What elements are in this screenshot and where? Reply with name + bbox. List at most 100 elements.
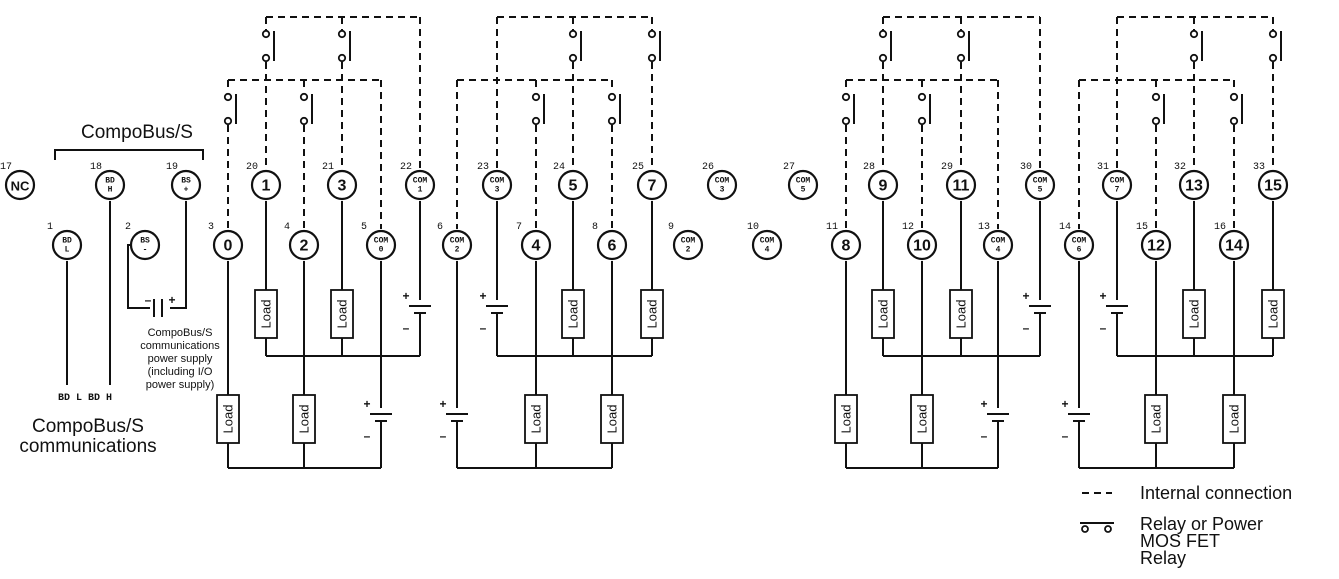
plus-sign: + (439, 397, 446, 411)
relays (223, 29, 1282, 126)
terminal-label: COM (681, 237, 696, 246)
communications-label: CompoBus/S communications (19, 416, 156, 457)
relay-switch-icon (1229, 92, 1243, 126)
terminal-label: 7 (1115, 186, 1120, 195)
terminal-pin-number: 1 (47, 222, 53, 233)
terminal-circle (1140, 229, 1172, 261)
terminal-label: 6 (608, 238, 617, 255)
terminal-circle (94, 169, 126, 201)
minus-sign: – (981, 429, 988, 443)
terminal-label: COM (450, 237, 465, 246)
terminal-circle (1101, 169, 1133, 201)
relay-switch-icon (261, 29, 275, 63)
terminal-circle (1178, 169, 1210, 201)
power-supplies: +–+–+–+–+–+–+–+––+ (145, 289, 1128, 443)
minus-sign: – (1023, 321, 1030, 335)
terminal-label: 6 (1077, 246, 1082, 255)
load-label: Load (1266, 300, 1281, 329)
terminal: 74 (516, 222, 552, 261)
terminal-pin-number: 8 (592, 222, 598, 233)
terminal-pin-number: 20 (246, 162, 258, 173)
load: Load (640, 289, 664, 339)
terminal-circle (51, 229, 83, 261)
minus-sign: – (145, 293, 152, 307)
load-label: Load (839, 405, 854, 434)
terminal-label: - (143, 246, 148, 255)
load: Load (1261, 289, 1285, 339)
terminal-circle (1024, 169, 1056, 201)
battery-icon: +– (980, 397, 1009, 443)
terminal-circle (520, 229, 552, 261)
terminal-label: BD (62, 237, 72, 246)
power-supply-icon: –+ (145, 293, 176, 317)
legend: Internal connection Relay or Power MOS F… (1080, 483, 1292, 568)
terminal-pin-number: 7 (516, 222, 522, 233)
terminal-circle (326, 169, 358, 201)
terminal-pin-number: 5 (361, 222, 367, 233)
terminal-label: L (65, 246, 70, 255)
terminal-label: COM (760, 237, 775, 246)
battery-icon: +– (363, 397, 392, 443)
terminal-pin-number: 32 (1174, 162, 1186, 173)
relay-switch-icon (299, 92, 313, 126)
terminal-label: 0 (379, 246, 384, 255)
terminal-block: 17NC18BDH19BS+1BDL2BS-30201422135COM022C… (0, 162, 1289, 261)
terminal-pin-number: 26 (702, 162, 714, 173)
terminal-label: H (108, 186, 113, 195)
terminal-label: 4 (532, 238, 541, 255)
terminal-pin-number: 28 (863, 162, 875, 173)
svg-text:communications: communications (19, 436, 156, 457)
load-label: Load (335, 300, 350, 329)
terminal-pin-number: 19 (166, 162, 178, 173)
terminal-pin-number: 3 (208, 222, 214, 233)
relay-switch-icon (1268, 29, 1282, 63)
terminal-pin-number: 11 (826, 222, 838, 233)
terminal: 2BS- (125, 222, 161, 261)
load-label: Load (1149, 405, 1164, 434)
battery-icon: +– (402, 289, 431, 335)
load-label: Load (645, 300, 660, 329)
load-label: Load (1227, 405, 1242, 434)
terminal-label: 5 (801, 186, 806, 195)
legend-relay: Relay or Power (1140, 514, 1263, 534)
terminal-circle (596, 229, 628, 261)
terminal-label: 3 (338, 178, 347, 195)
load: Load (949, 289, 973, 339)
relay-switch-icon (878, 29, 892, 63)
terminal-pin-number: 33 (1253, 162, 1265, 173)
relay-switch-icon (1151, 92, 1165, 126)
terminal-pin-number: 13 (978, 222, 990, 233)
compobus-bracket (54, 149, 204, 160)
terminal-label: 12 (1147, 238, 1165, 255)
terminal-label: 2 (686, 246, 691, 255)
terminal-circle (288, 229, 320, 261)
relay-symbol-icon (1080, 522, 1114, 533)
svg-text:power supply): power supply) (146, 379, 214, 391)
compobus-label: CompoBus/S (81, 122, 193, 143)
power-supply-label: CompoBus/S communications power supply (… (140, 327, 220, 391)
terminal-pin-number: 24 (553, 162, 565, 173)
terminal-label: + (184, 186, 189, 195)
wire (170, 201, 187, 309)
terminal-label: NC (11, 179, 30, 194)
terminal-label: 0 (224, 238, 233, 255)
terminal-label: COM (413, 177, 428, 186)
terminal: 42 (284, 222, 320, 261)
terminal-circle (404, 169, 436, 201)
battery-icon: +– (1099, 289, 1128, 335)
terminal-circle (250, 169, 282, 201)
terminal-label: 1 (418, 186, 423, 195)
